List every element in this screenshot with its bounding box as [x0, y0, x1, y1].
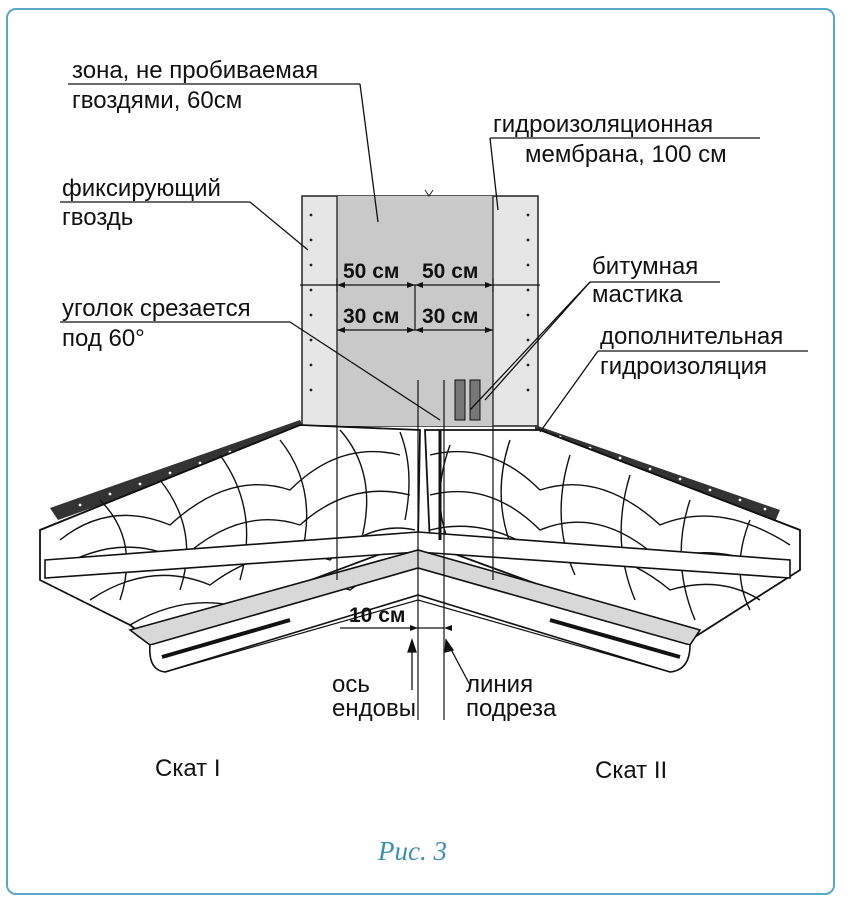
- cutline-label-line2: подреза: [466, 695, 557, 722]
- dim-right-50: 50 см: [422, 260, 478, 283]
- nail-label-line2: гвоздь: [62, 204, 133, 231]
- mastic-label-line2: мастика: [592, 281, 683, 308]
- figure-frame: [6, 8, 835, 895]
- membrane-label-line1: гидроизоляционная: [493, 111, 713, 138]
- mastic-label-line1: битумная: [592, 253, 698, 280]
- zone-label-line1: зона, не пробиваемая: [72, 57, 318, 84]
- extra-label-line1: дополнительная: [600, 323, 783, 350]
- dim-left-30: 30 см: [343, 305, 399, 328]
- membrane-label-line2: мембрана, 100 см: [525, 141, 727, 168]
- slope-2-label: Скат II: [595, 757, 667, 784]
- zone-label-line2: гвоздями, 60см: [72, 87, 242, 114]
- axis-label-line1: ось: [332, 671, 370, 698]
- slope-left-shingles: [39, 424, 421, 642]
- membrane-sheet: [301, 189, 539, 427]
- extra-label-line2: гидроизоляция: [600, 353, 767, 380]
- slope-1-label: Скат I: [155, 755, 221, 782]
- dim-offset-10: 10 см: [349, 604, 405, 627]
- dim-left-50: 50 см: [343, 260, 399, 283]
- corner-label-line1: уголок срезается: [62, 295, 251, 322]
- axis-label-line2: ендовы: [332, 695, 416, 722]
- dim-right-30: 30 см: [422, 305, 478, 328]
- valley-lines: [417, 379, 481, 720]
- corner-label-line2: под 60°: [62, 325, 145, 352]
- leader-lines: [60, 83, 808, 690]
- dimension-arrows: [337, 282, 493, 631]
- nail-label-line1: фиксирующий: [62, 175, 221, 202]
- cutline-label-line1: линия: [466, 671, 533, 698]
- figure-caption: Рис. 3: [377, 836, 447, 866]
